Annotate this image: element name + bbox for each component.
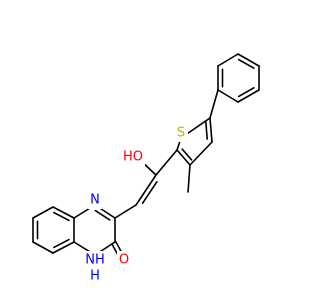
bond-c3-c2 [176, 149, 191, 166]
bond-methyl [187, 164, 191, 193]
bond-thiophene-phenyl [209, 89, 219, 119]
bond-benzo-1 [32, 206, 54, 219]
bond-ph-3-inner [237, 58, 255, 70]
bond-benzo-4 [52, 241, 75, 254]
bond-c3-c2-inner [181, 148, 193, 161]
bond-benzo-2 [52, 206, 75, 219]
n1h-hydrogen-label: H [90, 269, 100, 284]
carbonyl-oxygen-label: O [119, 253, 129, 268]
bond-ph-6 [217, 89, 239, 103]
bond-ch-c [135, 174, 157, 206]
bond-benzo-5 [32, 241, 54, 254]
sulfur-label: S [177, 126, 185, 141]
quinoxaline-n1h-label: NH [85, 253, 105, 268]
quinoxaline-n4-label: N [90, 193, 100, 208]
bond-c4-c3 [189, 141, 213, 166]
bond-c5-c4 [209, 117, 213, 143]
atom-sulfur: S [174, 124, 188, 142]
bond-ch-c-inner [141, 180, 158, 205]
atom-quinoxaline-n4: N [88, 191, 102, 209]
bond-benzo-4-inner [53, 238, 70, 249]
atom-carbonyl-oxygen: O [117, 251, 131, 269]
bond-ph-5 [237, 89, 260, 103]
bond-n4-c3-inner [94, 209, 111, 221]
bond-c3-ch [114, 204, 137, 219]
bond-c5-c4-inner [204, 120, 209, 140]
hydroxyl-oxygen-label: HO [123, 150, 143, 165]
atom-quinoxaline-n1h: NH H [85, 251, 105, 284]
bond-ph-3 [237, 53, 260, 67]
bond-benzo-2-inner [53, 211, 70, 222]
atom-label-layer: HO S N NH H O [85, 124, 188, 284]
bond-ph-5-inner [237, 86, 255, 98]
bond-c-thiophene [155, 149, 178, 176]
bond-ph-2 [217, 53, 239, 67]
atom-hydroxyl-oxygen: HO [121, 148, 145, 166]
bond-layer [32, 53, 260, 258]
molecule-structure: HO S N NH H O [32, 53, 260, 284]
